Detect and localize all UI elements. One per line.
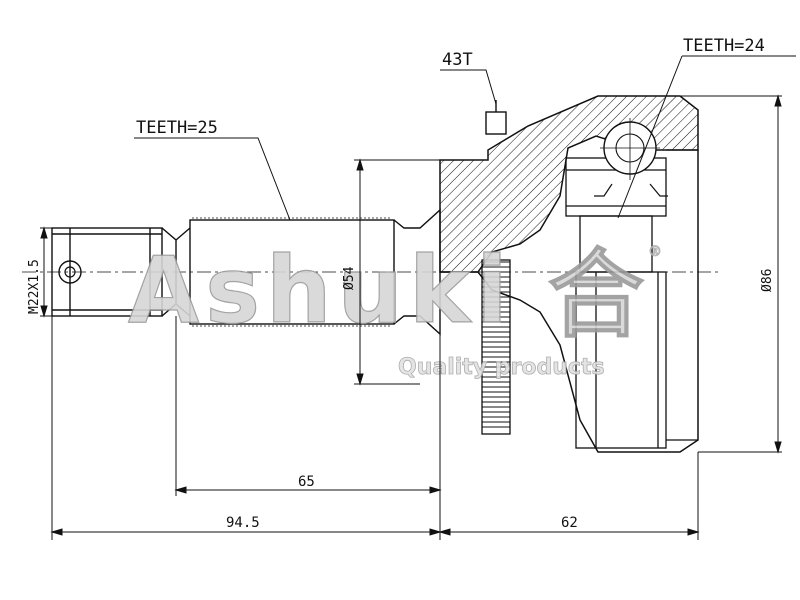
watermark-tm: ®	[648, 244, 662, 260]
spline-teeth-top	[192, 217, 392, 327]
leader-lines	[134, 55, 796, 221]
abs-ring	[485, 100, 507, 135]
label-shaft-dia: Ø54	[342, 266, 357, 290]
dimension-lines	[40, 94, 782, 540]
abs-ring-body	[481, 259, 511, 435]
abs-ring-teeth	[481, 259, 511, 435]
watermark: Ashuki 合 ® Quality products	[127, 236, 662, 380]
label-dim-945: 94.5	[226, 515, 260, 531]
shaft-neck	[161, 227, 177, 317]
inner-race	[565, 149, 698, 449]
watermark-tagline: Quality products	[398, 355, 605, 380]
label-abs-teeth: 43T	[442, 50, 473, 70]
label-teeth-left: TEETH=25	[136, 118, 218, 138]
label-thread: M22X1.5	[27, 259, 42, 314]
stub-hole	[58, 260, 82, 284]
bell-body-lower	[440, 271, 699, 453]
label-dim-65: 65	[298, 474, 315, 490]
watermark-brand: Ashuki	[128, 237, 514, 344]
splined-shaft	[175, 219, 395, 325]
watermark-symbol: 合	[548, 239, 644, 351]
label-dim-62: 62	[561, 515, 578, 531]
label-teeth-right: TEETH=24	[683, 36, 765, 56]
label-body-dia: Ø86	[760, 269, 775, 292]
thread-stub	[51, 227, 163, 317]
